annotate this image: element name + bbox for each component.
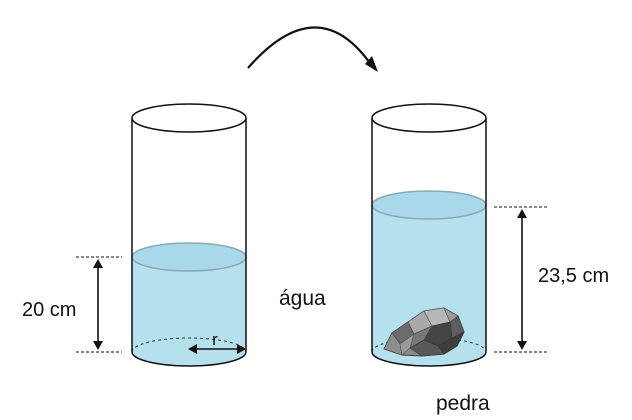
right-height-dimension xyxy=(494,206,548,353)
radius-arrow xyxy=(188,344,246,354)
left-water-surface xyxy=(131,242,247,272)
right-cylinder xyxy=(371,103,487,367)
left-top-rim xyxy=(131,103,247,133)
right-water-surface xyxy=(371,190,487,220)
right-height-label: 23,5 cm xyxy=(538,265,609,287)
left-cylinder xyxy=(131,103,247,367)
transfer-arrow xyxy=(247,26,378,72)
right-top-rim xyxy=(371,103,487,133)
radius-label: r xyxy=(212,330,218,349)
left-base-back xyxy=(131,337,247,353)
left-height-label: 20 cm xyxy=(22,299,76,321)
left-height-dimension xyxy=(76,256,122,353)
stone xyxy=(383,307,465,357)
stone-label: pedra xyxy=(436,392,490,415)
left-water xyxy=(132,243,246,366)
water-label: água xyxy=(279,287,326,310)
